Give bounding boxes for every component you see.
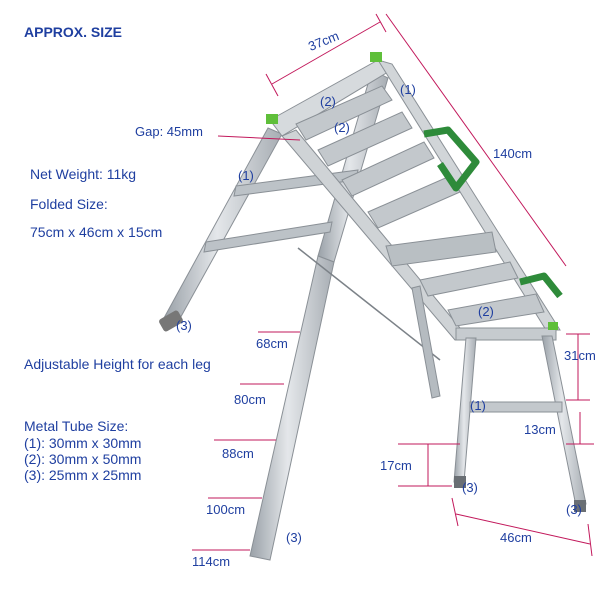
tag-2-a: (2)	[320, 94, 336, 109]
rear-crossbar-2	[203, 221, 333, 253]
tie-wire	[297, 247, 441, 361]
dim-37-tick-a	[265, 73, 279, 97]
gap-leader	[217, 135, 301, 141]
tread-3	[341, 141, 435, 197]
net-weight-label: Net Weight: 11kg	[30, 166, 137, 182]
tag-3-bottom: (3)	[286, 530, 302, 545]
end-cap-top-right	[370, 52, 382, 62]
dim-13: 13cm	[524, 422, 556, 437]
gap-label: Gap: 45mm	[135, 124, 203, 139]
dim-68: 68cm	[256, 336, 288, 351]
tag-1-right: (1)	[470, 398, 486, 413]
tread-4	[367, 175, 461, 229]
tube-size-1: (1): 30mm x 30mm	[24, 435, 142, 451]
end-cap-top-left	[266, 114, 278, 124]
platform-right-rail	[376, 59, 561, 331]
dim-46-line	[455, 513, 591, 545]
adjustable-height-label: Adjustable Height for each leg	[24, 356, 211, 372]
dim-46-tick-b	[587, 523, 593, 557]
tag-3-mid: (3)	[462, 480, 478, 495]
tag-1-left: (1)	[238, 168, 254, 183]
front-crossbar	[455, 327, 557, 341]
dim-37-line	[271, 21, 381, 85]
dim-46: 46cm	[500, 530, 532, 545]
front-rung	[469, 401, 563, 413]
end-cap-front	[548, 322, 558, 330]
carry-straps	[423, 126, 563, 299]
tag-2-b: (2)	[334, 120, 350, 135]
tag-3-right: (3)	[566, 502, 582, 517]
tread-2	[317, 111, 413, 167]
dim-length: 140cm	[493, 146, 533, 161]
dim-46-tick-a	[451, 497, 459, 527]
dim-114: 114cm	[192, 554, 231, 569]
rear-foot	[159, 310, 183, 332]
front-leg-frame	[297, 247, 587, 512]
tube-size-3: (3): 25mm x 25mm	[24, 467, 142, 483]
front-foot-right	[574, 500, 586, 512]
title-label: APPROX. SIZE	[24, 24, 123, 40]
tread-5	[385, 231, 497, 267]
tube-size-2: (2): 30mm x 50mm	[24, 451, 142, 467]
rear-left-leg	[163, 127, 283, 323]
tag-2-c: (2)	[478, 304, 494, 319]
tag-3-left: (3)	[176, 318, 192, 333]
rear-center-leg-extension	[249, 255, 335, 561]
dim-17: 17cm	[380, 458, 412, 473]
tube-size-title: Metal Tube Size:	[24, 418, 129, 434]
dim-140-line	[385, 13, 567, 267]
tread-7	[447, 293, 545, 327]
front-foot-left	[454, 476, 466, 488]
carry-strap-lower	[519, 272, 563, 299]
dim-80: 80cm	[234, 392, 266, 407]
dim-31: 31cm	[564, 348, 596, 363]
dimension-lines	[192, 13, 594, 557]
dim-88: 88cm	[222, 446, 254, 461]
dim-100: 100cm	[206, 502, 246, 517]
carry-strap-upper	[423, 126, 480, 192]
rear-leg-frame	[159, 69, 389, 561]
tag-1-top: (1)	[400, 82, 416, 97]
tread-6	[419, 261, 519, 297]
tread-1	[295, 85, 393, 141]
brace-arm	[411, 285, 441, 399]
folded-size-value: 75cm x 46cm x 15cm	[30, 224, 163, 240]
platform	[266, 52, 561, 341]
dim-37-tick-b	[375, 13, 387, 33]
folded-size-label: Folded Size:	[30, 196, 108, 212]
